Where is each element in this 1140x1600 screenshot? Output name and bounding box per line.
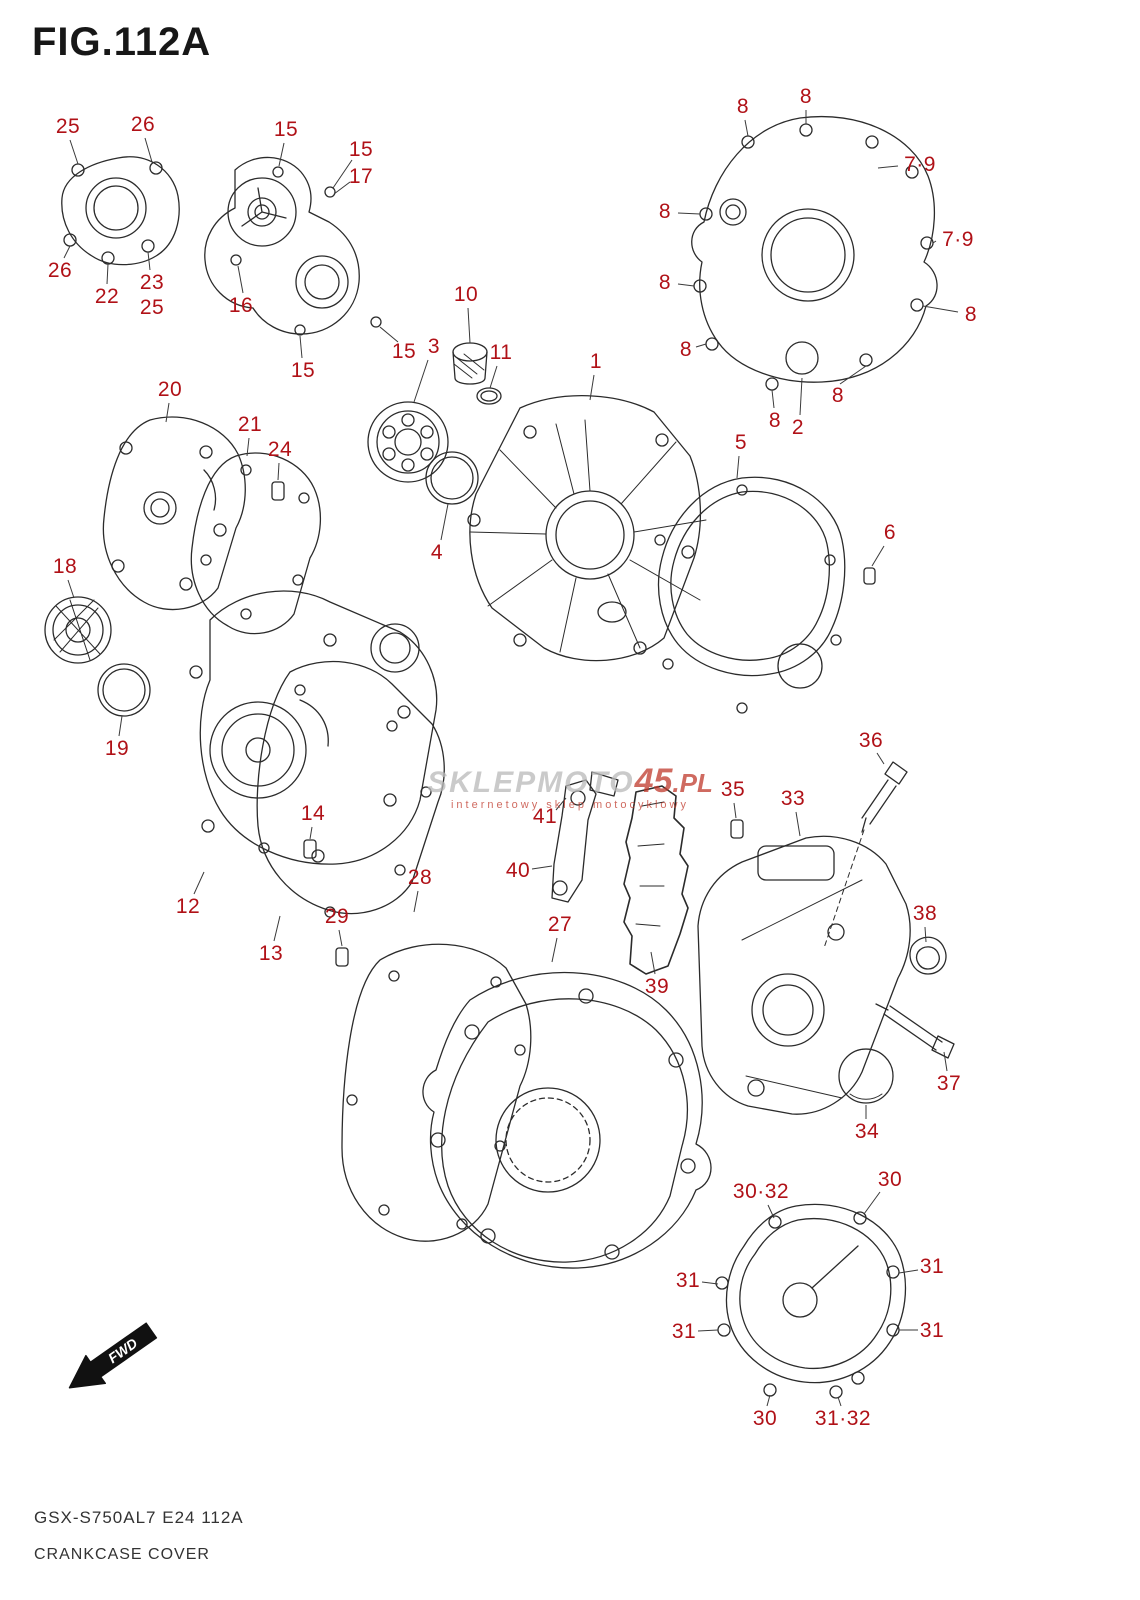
part-callout-8: 8 — [658, 200, 672, 223]
part-callout-8: 8 — [768, 409, 782, 432]
figure-title: FIG.112A — [32, 20, 212, 64]
part-callout-21: 21 — [237, 413, 263, 436]
part-callout-25: 25 — [139, 296, 165, 319]
part-callout-8: 8 — [799, 85, 813, 108]
part-callout-31: 31 — [919, 1319, 945, 1342]
starter-clutch-drawing — [367, 401, 449, 483]
clutch-gasket-drawing — [654, 476, 846, 714]
bolt-37-drawing — [875, 1003, 955, 1059]
part-callout-5: 5 — [734, 431, 748, 454]
bearing-drawing — [44, 596, 112, 664]
part-callout-13: 13 — [258, 942, 284, 965]
fwd-arrow: FWD — [68, 1322, 158, 1389]
part-callout-4: 4 — [430, 541, 444, 564]
part-callout-15: 15 — [273, 118, 299, 141]
part-callout-2: 2 — [791, 416, 805, 439]
dowel-pins-drawing — [271, 481, 876, 967]
oring-19-drawing — [97, 663, 151, 717]
part-callout-23: 23 — [139, 271, 165, 294]
part-callout-31·32: 31·32 — [814, 1407, 872, 1430]
left-gasket-drawing — [190, 452, 322, 635]
footer-model-code: GSX-S750AL7 E24 112A — [34, 1508, 244, 1527]
part-callout-16: 16 — [228, 294, 254, 317]
bracket-41-drawing — [589, 771, 619, 797]
part-callout-31: 31 — [919, 1255, 945, 1278]
gear-cover-drawing — [204, 156, 382, 336]
footer-figure-name: CRANKCASE COVER — [34, 1546, 210, 1563]
part-callout-31: 31 — [671, 1320, 697, 1343]
part-callout-1: 1 — [589, 350, 603, 373]
oil-cap-drawing — [452, 342, 502, 405]
part-callout-15: 15 — [348, 138, 374, 161]
part-callout-40: 40 — [505, 859, 531, 882]
part-callout-36: 36 — [858, 729, 884, 752]
oring-4-drawing — [425, 451, 479, 505]
part-callout-30: 30 — [877, 1168, 903, 1191]
plug-34-drawing — [838, 1048, 894, 1104]
part-callout-15: 15 — [290, 359, 316, 382]
part-callout-8: 8 — [831, 384, 845, 407]
part-callout-22: 22 — [94, 285, 120, 308]
part-callout-28: 28 — [407, 866, 433, 889]
part-callout-30·32: 30·32 — [732, 1180, 790, 1203]
part-callout-7·9: 7·9 — [904, 153, 936, 176]
generator-gasket-drawing — [341, 943, 532, 1242]
part-callout-14: 14 — [300, 802, 326, 825]
part-callout-8: 8 — [964, 303, 978, 326]
clutch-cover-drawing — [691, 115, 938, 391]
part-callout-17: 17 — [348, 165, 374, 188]
part-callout-34: 34 — [854, 1120, 880, 1143]
bracket-40-drawing — [551, 779, 597, 903]
crankcase-cover-drawing — [467, 395, 707, 662]
part-callout-25: 25 — [55, 115, 81, 138]
part-callout-26: 26 — [130, 113, 156, 136]
part-callout-24: 24 — [267, 438, 293, 461]
left-cover-drawing — [102, 416, 246, 611]
part-callout-35: 35 — [720, 778, 746, 801]
leader-lines-layer — [63, 110, 959, 1407]
generator-cover-drawing — [422, 971, 712, 1269]
part-callout-39: 39 — [644, 975, 670, 998]
part-callout-7·9: 7·9 — [942, 228, 974, 251]
part-callout-26: 26 — [47, 259, 73, 282]
part-callout-31: 31 — [675, 1269, 701, 1292]
cap-38-drawing — [909, 936, 947, 975]
part-callout-8: 8 — [736, 95, 750, 118]
part-callout-29: 29 — [324, 905, 350, 928]
part-callout-10: 10 — [453, 283, 479, 306]
part-callout-3: 3 — [427, 335, 441, 358]
stator-cover-drawing — [61, 156, 180, 266]
part-callout-41: 41 — [532, 805, 558, 828]
part-callout-37: 37 — [936, 1072, 962, 1095]
part-callout-38: 38 — [912, 902, 938, 925]
pulser-cover-drawing — [715, 1203, 907, 1399]
part-callout-33: 33 — [780, 787, 806, 810]
part-callout-19: 19 — [104, 737, 130, 760]
part-callout-30: 30 — [752, 1407, 778, 1430]
part-callout-11: 11 — [489, 341, 513, 364]
part-callout-12: 12 — [175, 895, 201, 918]
tensioner-39-drawing — [623, 785, 689, 975]
bolt-36-drawing — [823, 761, 908, 949]
pump-gasket-drawing — [256, 660, 445, 918]
part-callout-15: 15 — [391, 340, 417, 363]
part-callout-6: 6 — [883, 521, 897, 544]
part-callout-18: 18 — [52, 555, 78, 578]
part-callout-8: 8 — [658, 271, 672, 294]
sprocket-cover-drawing — [697, 835, 911, 1115]
part-callout-20: 20 — [157, 378, 183, 401]
part-callout-27: 27 — [547, 913, 573, 936]
part-callout-8: 8 — [679, 338, 693, 361]
